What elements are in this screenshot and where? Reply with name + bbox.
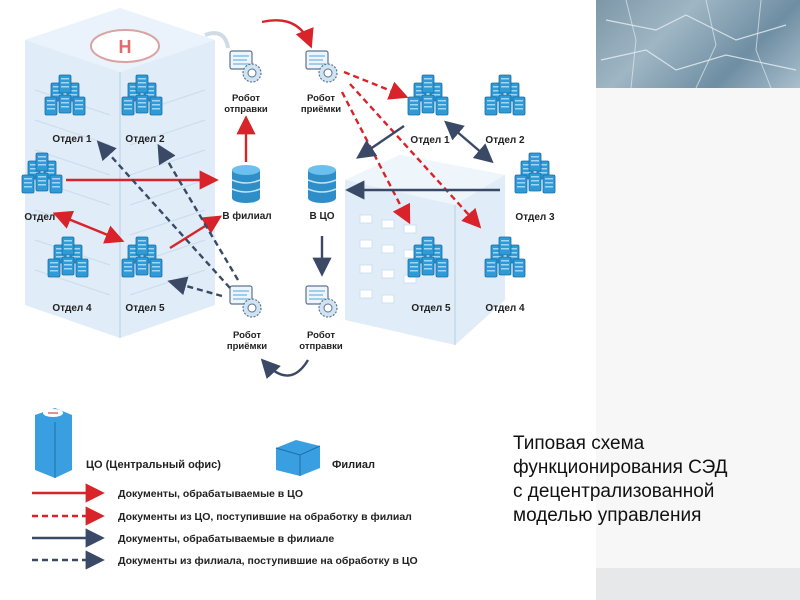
branch-dept4-label: Отдел 4 xyxy=(485,303,525,314)
legend-hq-label: ЦО (Центральный офис) xyxy=(86,459,221,471)
robot-recv-bottom xyxy=(229,285,262,318)
arrow-robot-send-to-recv-bottom xyxy=(260,358,310,380)
arrow-hq5-to-dbbranch xyxy=(169,215,223,250)
branch-dept3-servers xyxy=(515,153,555,193)
arrow-hq3-hq5 xyxy=(52,210,125,244)
legend-branch-label: Филиал xyxy=(332,459,375,471)
legend-branch-icon xyxy=(275,440,321,476)
branch-dept2-label: Отдел 2 xyxy=(485,135,525,146)
bottom-decor-bar xyxy=(596,568,800,600)
hq-dept2-label: Отдел 2 xyxy=(125,134,165,145)
robot-recv-top-line2: приёмки xyxy=(301,104,341,115)
legend-item-4-label: Документы из филиала, поступившие на обр… xyxy=(118,555,418,567)
robot-recv-top xyxy=(305,50,338,83)
caption: Типовая схема функционирования СЭД с дец… xyxy=(513,432,793,528)
robot-send-top-line2: отправки xyxy=(224,104,268,115)
robot-send-bottom-line2: отправки xyxy=(299,341,343,352)
hq-dept1-label: Отдел 1 xyxy=(52,134,92,145)
caption-line-1: Типовая схема xyxy=(513,433,645,454)
branch-dept2-servers xyxy=(485,75,525,115)
db-branch xyxy=(231,164,261,204)
caption-line-3: с децентрализованной xyxy=(513,481,715,502)
arrow-robot-send-to-recv xyxy=(261,19,314,49)
legend-item-3-label: Документы, обрабатываемые в филиале xyxy=(118,533,334,545)
db-branch-label: В филиал xyxy=(222,210,271,222)
robot-send-top-line1: Робот xyxy=(232,93,260,104)
hq-dept4-label: Отдел 4 xyxy=(52,303,92,314)
legend-item-1-label: Документы, обрабатываемые в ЦО xyxy=(118,488,303,500)
arrow-robot-to-hq2 xyxy=(157,143,240,281)
hq-dept5-label: Отдел 5 xyxy=(125,303,165,314)
branch-dept1-label: Отдел 1 xyxy=(410,135,450,146)
arrow-robot-to-hq1 xyxy=(96,140,231,289)
right-decor-band xyxy=(596,0,800,600)
diagram: H Отдел 1 Отдел 2 xyxy=(0,8,555,570)
robot-send-bottom-line1: Робот xyxy=(307,330,335,341)
branch-dept1-servers xyxy=(408,75,448,115)
robot-recv-top-line1: Робот xyxy=(307,93,335,104)
caption-line-2: функционирования СЭД xyxy=(513,457,728,478)
arrow-robot-to-branch4 xyxy=(349,83,482,229)
robot-recv-bottom-line1: Робот xyxy=(233,330,261,341)
db-hq-label: В ЦО xyxy=(309,211,334,222)
legend-item-2-label: Документы из ЦО, поступившие на обработк… xyxy=(118,511,412,523)
arrow-branch1-branch3 xyxy=(444,120,494,164)
branch-dept5-label: Отдел 5 xyxy=(411,303,451,314)
branch-dept3-label: Отдел 3 xyxy=(515,212,555,223)
legend: ЦО (Центральный офис) Филиал Документы, … xyxy=(32,408,418,570)
arrow-robot-to-hq5 xyxy=(167,276,223,298)
robot-send-top xyxy=(229,50,262,83)
decorative-map-image xyxy=(596,0,800,88)
arrow-branch1-to-dbhq xyxy=(356,125,405,159)
robot-recv-bottom-line2: приёмки xyxy=(227,341,267,352)
helipad-letter: H xyxy=(119,37,132,57)
hq-dept3-label: Отдел 3 xyxy=(24,212,64,223)
caption-line-4: моделью управления xyxy=(513,505,702,526)
legend-hq-icon xyxy=(35,408,72,478)
db-hq xyxy=(307,164,337,204)
robot-send-bottom xyxy=(305,285,338,318)
arrow-robot-to-branch1 xyxy=(343,70,409,100)
